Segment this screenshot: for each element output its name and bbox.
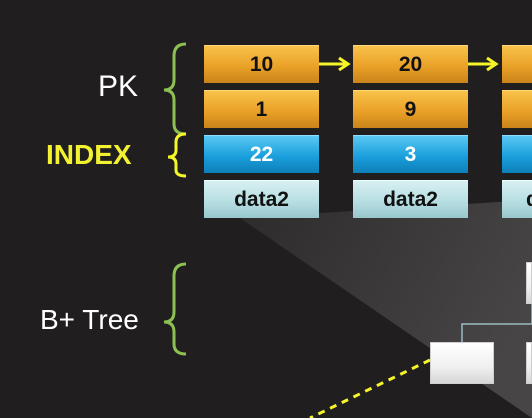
index-cell	[502, 135, 532, 173]
btree-brace-icon	[163, 262, 187, 356]
index-brace-icon	[167, 132, 187, 178]
index-cell: 22	[204, 135, 319, 173]
pk-cell	[502, 90, 532, 128]
zoom-fan-shadow	[240, 200, 532, 418]
pk-brace-icon	[163, 42, 187, 136]
data-cell: d	[502, 180, 532, 218]
pk-cell: 20	[353, 45, 468, 83]
pk-label: PK	[98, 70, 139, 103]
pk-cell: 1	[204, 90, 319, 128]
arrow-icon	[468, 56, 499, 72]
data-cell: data2	[353, 180, 468, 218]
data-cell: data2	[204, 180, 319, 218]
index-cell: 3	[353, 135, 468, 173]
index-label: INDEX	[46, 139, 132, 170]
btree-label: B+ Tree	[40, 304, 139, 335]
tree-link-dashed	[309, 358, 431, 418]
tree-node	[526, 262, 532, 304]
pk-cell	[502, 45, 532, 83]
pk-cell: 9	[353, 90, 468, 128]
tree-node	[430, 342, 494, 384]
tree-branch	[461, 323, 532, 342]
tree-node	[526, 342, 532, 384]
pk-cell: 10	[204, 45, 319, 83]
arrow-icon	[319, 56, 351, 72]
